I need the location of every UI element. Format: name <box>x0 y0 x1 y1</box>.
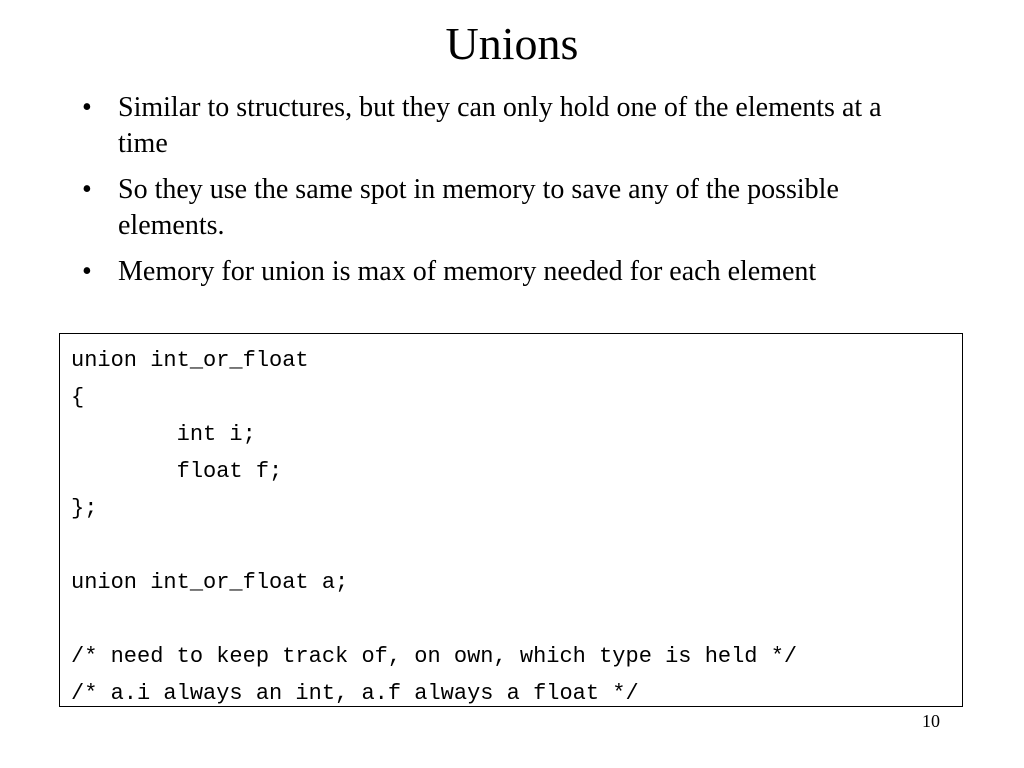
bullet-marker: • <box>82 174 92 205</box>
code-line: { <box>71 385 85 410</box>
bullet-item: • Similar to structures, but they can on… <box>80 90 920 162</box>
code-box: union int_or_float { int i; float f; }; … <box>59 333 963 707</box>
code-line: }; <box>71 496 98 521</box>
bullet-text: Memory for union is max of memory needed… <box>118 256 817 287</box>
bullet-list: • Similar to structures, but they can on… <box>80 90 920 300</box>
code-line-blank <box>71 527 962 564</box>
code-line: /* need to keep track of, on own, which … <box>71 644 798 669</box>
code-line: float f; <box>71 459 283 484</box>
bullet-text: So they use the same spot in memory to s… <box>118 174 839 241</box>
code-line: union int_or_float a; <box>71 570 349 595</box>
page-number: 10 <box>922 711 940 731</box>
bullet-item: • So they use the same spot in memory to… <box>80 172 920 244</box>
code-line: union int_or_float <box>71 348 309 373</box>
bullet-text: Similar to structures, but they can only… <box>118 92 882 159</box>
code-line-blank <box>71 601 962 638</box>
bullet-item: • Memory for union is max of memory need… <box>80 254 920 290</box>
bullet-marker: • <box>82 92 92 123</box>
code-line: int i; <box>71 422 256 447</box>
slide-title: Unions <box>445 18 579 69</box>
code-line: /* a.i always an int, a.f always a float… <box>71 681 639 706</box>
bullet-marker: • <box>82 256 92 287</box>
